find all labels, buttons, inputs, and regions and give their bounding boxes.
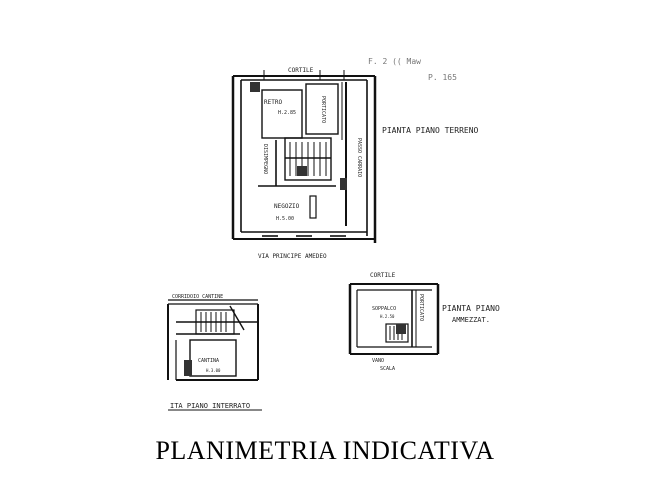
mezzanine-courtyard-label: CORTILE xyxy=(370,272,396,279)
corner-note-2: P. 165 xyxy=(428,73,457,82)
mezzanine-plan xyxy=(348,283,440,355)
porch-label: PORTICATO xyxy=(320,96,326,123)
basement-plan xyxy=(167,299,259,381)
basement-label: ITA PIANO INTERRATO xyxy=(170,402,250,410)
mezzanine-label-1: PIANTA PIANO xyxy=(442,304,500,313)
loft-height-label: H.2.50 xyxy=(380,314,395,319)
carriage-label: PASSO CARRAIO xyxy=(356,138,362,177)
mezzanine-label-2: AMMEZZAT. xyxy=(452,316,490,324)
ground-floor-label: PIANTA PIANO TERRENO xyxy=(382,126,479,135)
hall-label: DISIMPEGNO xyxy=(262,144,268,174)
plan-title: PLANIMETRIA INDICATIVA xyxy=(155,436,495,465)
street-label: VIA PRINCIPE AMEDEO xyxy=(258,253,327,260)
stair-void-label-2: SCALA xyxy=(380,366,395,372)
ground-floor-plan xyxy=(231,70,377,243)
ground-courtyard-label: CORTILE xyxy=(288,67,314,74)
stair-void-label-1: VANO xyxy=(372,358,384,364)
storage-height-label: H.2.85 xyxy=(278,110,296,116)
cellar-label: CANTINA xyxy=(198,358,219,364)
shop-height-label: H.5.00 xyxy=(276,216,294,222)
cellar-height-label: H.3.00 xyxy=(206,368,221,373)
corner-note-1: F. 2 (( Maw xyxy=(368,57,421,66)
mezzanine-porch-label: PORTICATO xyxy=(418,294,424,321)
shop-label: NEGOZIO xyxy=(274,203,300,210)
storage-label: RETRO xyxy=(264,99,282,106)
loft-label: SOPPALCO xyxy=(372,306,396,312)
corridor-label: CORRIDOIO CANTINE xyxy=(172,294,223,300)
